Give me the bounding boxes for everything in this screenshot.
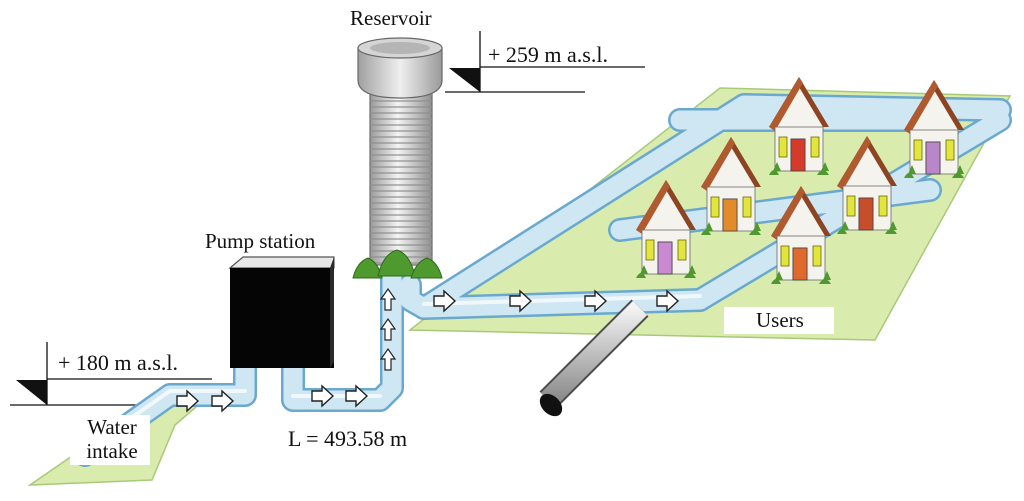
- house-5: [770, 185, 832, 285]
- pump-station-label: Pump station: [205, 229, 316, 253]
- tree-icon: [352, 249, 443, 279]
- reservoir-label: Reservoir: [350, 6, 432, 30]
- houses: [635, 76, 965, 285]
- water-intake-label: Water intake: [70, 415, 150, 466]
- house-2: [700, 136, 762, 236]
- elevation-marker-intake: [10, 342, 212, 406]
- intake-elevation-label: + 180 m a.s.l.: [58, 350, 178, 375]
- elevation-marker-reservoir: [445, 31, 645, 93]
- reservoir-tower: [352, 37, 443, 279]
- reservoir-elevation-label: + 259 m a.s.l.: [488, 42, 608, 67]
- house-3: [768, 76, 830, 176]
- users-label: Users: [724, 307, 834, 334]
- house-4: [836, 135, 898, 235]
- outflow-pipe: [539, 299, 649, 417]
- pipe-length-label: L = 493.58 m: [288, 426, 408, 451]
- house-6: [903, 79, 965, 179]
- house-1: [635, 179, 697, 279]
- pump-station: [228, 256, 335, 368]
